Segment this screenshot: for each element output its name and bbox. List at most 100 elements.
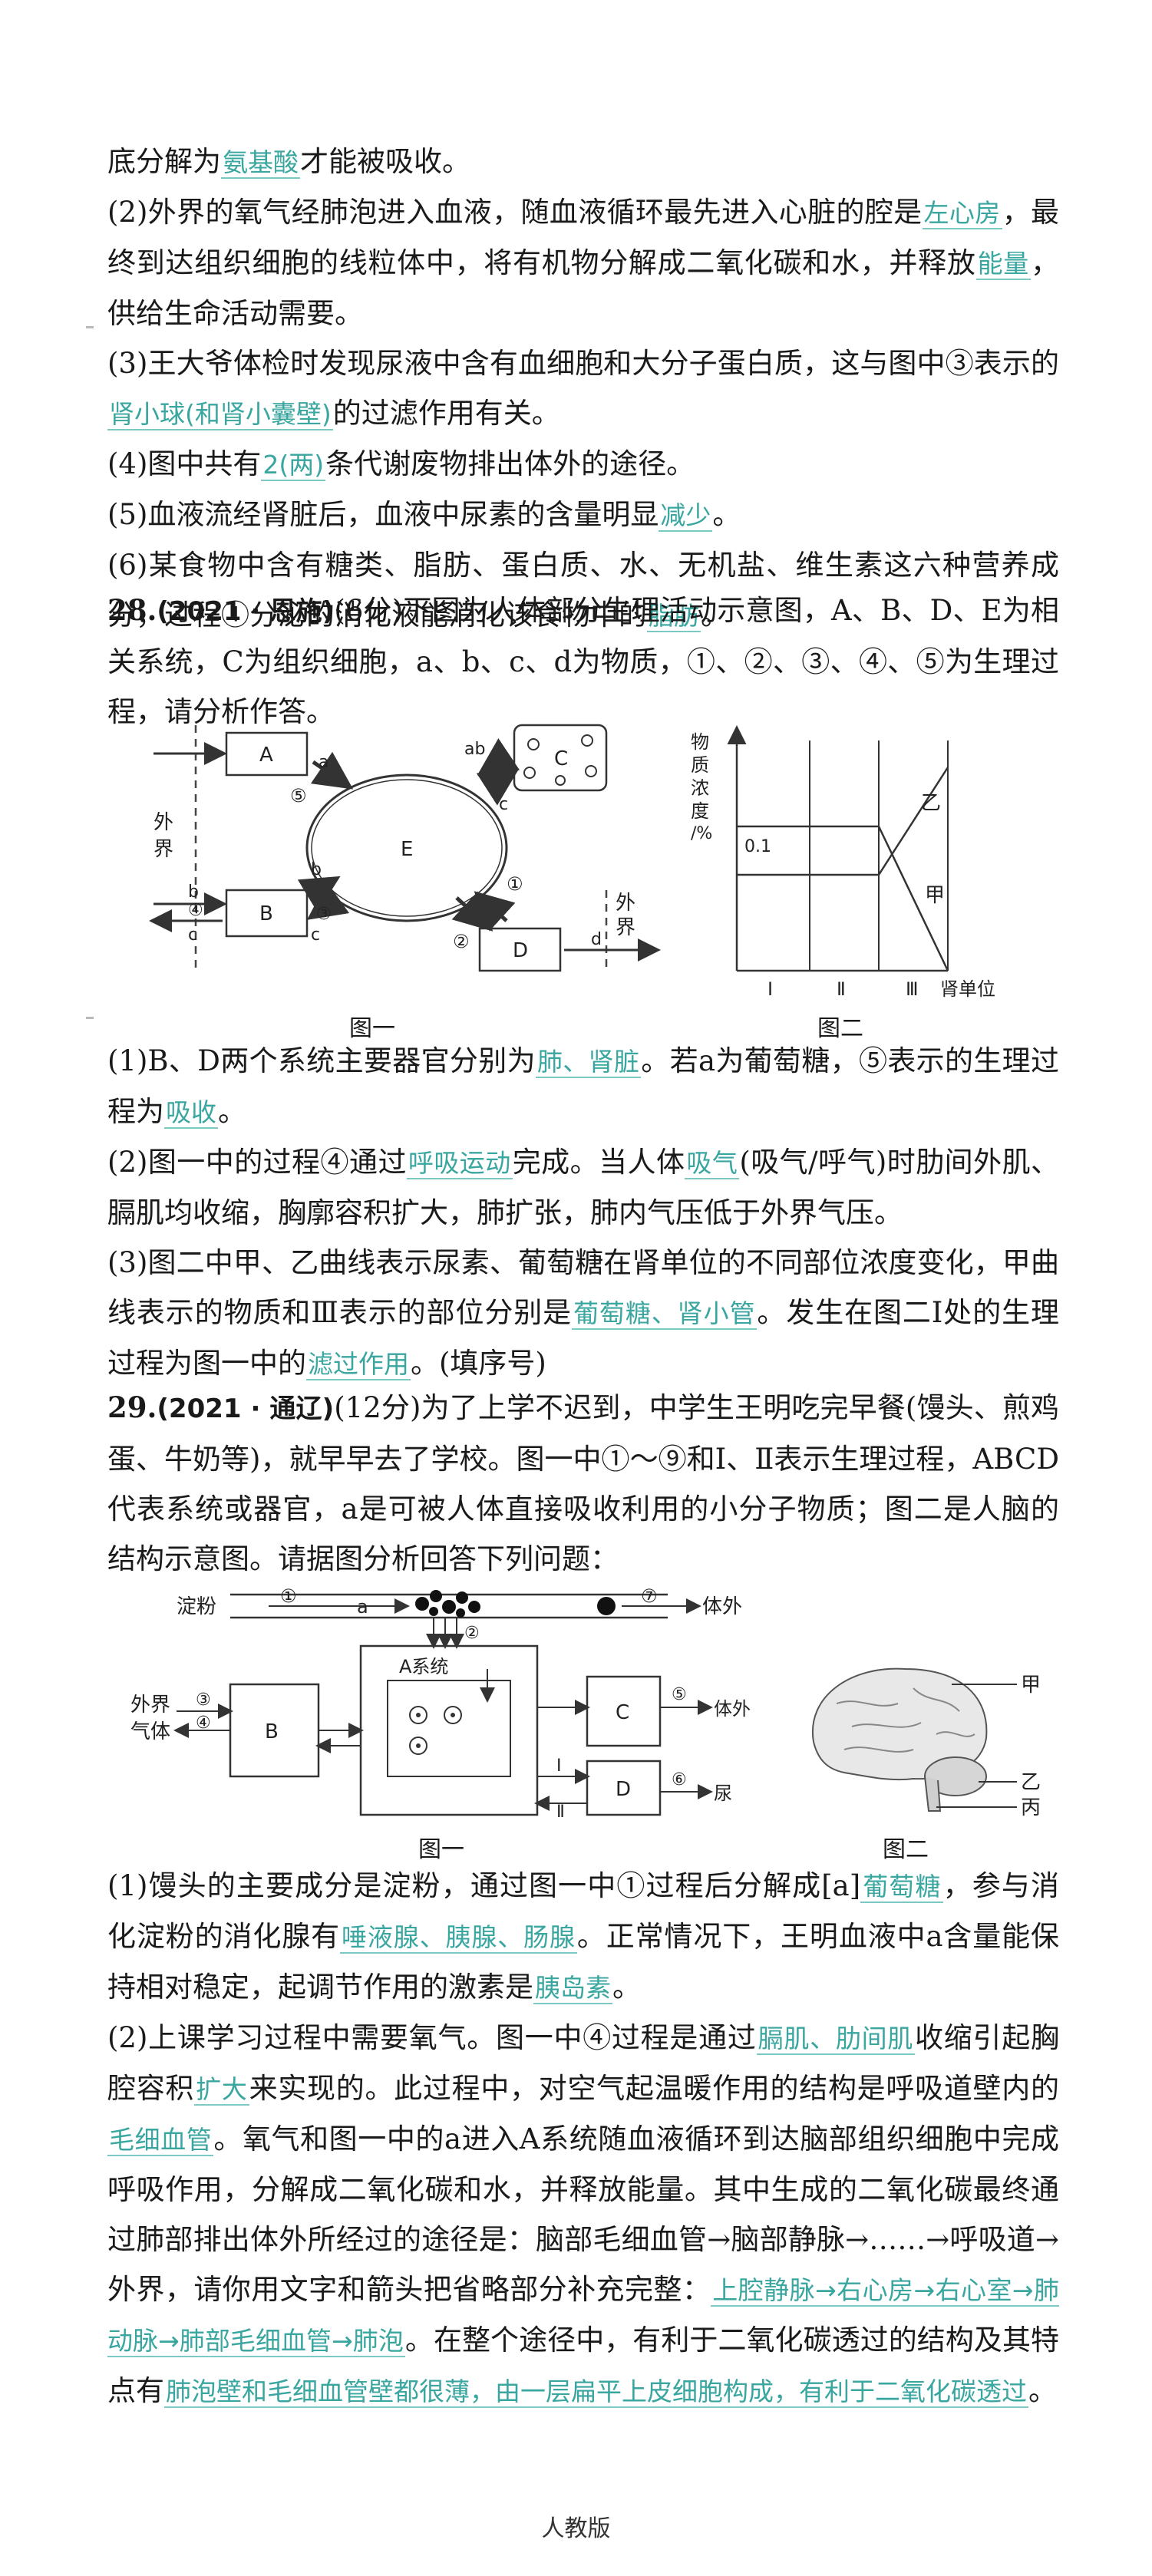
answer-fill: 上腔静脉→右心房→右心室→肺动脉→肺部毛细血管→肺泡 <box>107 2275 1060 2357</box>
label-outside: 体外 <box>714 1698 751 1720</box>
svg-text:③: ③ <box>316 905 332 924</box>
svg-text:⑤: ⑤ <box>672 1685 687 1704</box>
svg-text:c: c <box>188 925 197 945</box>
label-b: B <box>259 902 273 925</box>
svg-text:②: ② <box>453 931 470 952</box>
q29-figure-2: 甲 乙 丙 <box>811 1667 1041 1819</box>
svg-text:b: b <box>188 882 199 902</box>
answer-fill: 减少 <box>659 500 713 532</box>
svg-text:④: ④ <box>188 901 203 920</box>
series-label: 乙 <box>921 792 941 815</box>
svg-text:物: 物 <box>691 731 709 753</box>
answer-fill: 毛细血管 <box>107 2125 214 2156</box>
answer-fill: 扩大 <box>194 2074 249 2106</box>
label-outside: 界 <box>616 916 635 939</box>
box-a <box>225 731 309 777</box>
answer-fill: 唾液腺、胰腺、肠腺 <box>340 1922 577 1954</box>
figure-caption: 图一 <box>418 1836 464 1863</box>
q27-sub-4: (4)图中共有2(两)条代谢废物排出体外的途径。 <box>107 447 695 481</box>
q28-sub-2: (2)图一中的过程④通过呼吸运动完成。当人体吸气(吸气/呼气)时肋间外肌、膈肌均… <box>107 1146 1060 1229</box>
svg-text:Ⅲ: Ⅲ <box>906 978 919 1000</box>
answer-fill: 左心房 <box>922 198 1002 229</box>
q28-sub-1: (1)B、D两个系统主要器官分别为肺、肾脏。若a为葡萄糖，⑤表示的生理过程为吸收… <box>107 1044 1060 1129</box>
figure-caption: 图二 <box>883 1836 929 1863</box>
label-outside: 体外 <box>702 1595 742 1618</box>
margin-mark <box>86 326 94 328</box>
svg-text:C: C <box>616 1701 629 1724</box>
answer-fill: 呼吸运动 <box>406 1148 513 1179</box>
box-d <box>478 927 562 972</box>
svg-text:Ⅱ: Ⅱ <box>556 1803 565 1819</box>
question-number: 28. <box>107 593 157 627</box>
q28-sub-3: (3)图二中甲、乙曲线表示尿素、葡萄糖在肾单位的不同部位浓度变化，甲曲线表示的物… <box>107 1246 1060 1380</box>
svg-text:b: b <box>311 860 322 879</box>
svg-text:②: ② <box>464 1624 480 1643</box>
answer-fill: 吸收 <box>164 1097 218 1129</box>
question-28-stem: 28.(2021 · 恩施)(6分)下图为人体部分生理活动示意图，A、B、D、E… <box>107 585 1059 737</box>
figure-caption: 图二 <box>817 1015 863 1042</box>
tick-label: 0.1 <box>744 837 771 856</box>
label-d: D <box>513 939 528 962</box>
feces-dot <box>597 1597 616 1615</box>
brainstem-shape <box>924 1776 942 1812</box>
q27-sub-5: (5)血液流经肾脏后，血液中尿素的含量明显减少。 <box>107 498 741 532</box>
answer-fill: 膈肌、肋间肌 <box>756 2024 916 2055</box>
svg-text:/%: /% <box>691 824 712 843</box>
answer-fill: 葡萄糖 <box>860 1872 943 1903</box>
label-a-system: A系统 <box>399 1656 448 1677</box>
question-source: (2021 · 恩施) <box>157 596 335 627</box>
label-bing: 丙 <box>1021 1796 1041 1819</box>
svg-text:③: ③ <box>196 1690 211 1710</box>
svg-text:a: a <box>319 753 328 772</box>
answer-fill: 吸气 <box>685 1148 740 1179</box>
question-28-answers: (1)B、D两个系统主要器官分别为肺、肾脏。若a为葡萄糖，⑤表示的生理过程为吸收… <box>107 1036 1059 1389</box>
series-yi <box>877 767 949 876</box>
q28-figure-2: 物 质 浓 度 /% 0.1 乙 甲 Ⅰ Ⅱ Ⅲ 肾单位 <box>691 725 995 1000</box>
food-particles <box>415 1590 480 1618</box>
label-outside: 界 <box>153 838 173 861</box>
label-jia: 甲 <box>1021 1674 1041 1697</box>
series-jia <box>877 826 949 971</box>
answer-fill: 能量 <box>975 249 1031 280</box>
answer-fill: 肺、肾脏 <box>535 1047 642 1078</box>
svg-text:⑥: ⑥ <box>672 1770 687 1789</box>
svg-text:ab: ab <box>464 740 485 759</box>
q27-line-1: 底分解为氨基酸才能被吸收。 <box>107 145 470 179</box>
figure-caption: 图一 <box>349 1015 395 1042</box>
svg-text:⑤: ⑤ <box>290 785 307 806</box>
x-axis-label: 肾单位 <box>940 978 995 1000</box>
question-source: (2021 · 通辽) <box>157 1394 335 1424</box>
q29-sub-2: (2)上课学习过程中需要氧气。图一中④过程是通过膈肌、肋间肌收缩引起胸腔容积扩大… <box>107 2021 1060 2408</box>
q29-sub-1: (1)馒头的主要成分是淀粉，通过图一中①过程后分解成[a]葡萄糖，参与消化淀粉的… <box>107 1869 1060 2004</box>
svg-text:B: B <box>265 1720 279 1743</box>
label-urine: 尿 <box>714 1783 732 1804</box>
svg-text:Ⅰ: Ⅰ <box>767 978 773 1000</box>
label-a: A <box>259 744 273 767</box>
svg-text:质: 质 <box>691 754 709 776</box>
svg-text:d: d <box>591 930 602 949</box>
svg-text:①: ① <box>507 873 523 895</box>
box-b <box>225 889 309 938</box>
label-e: E <box>401 838 413 861</box>
answer-fill: 脂肪 <box>647 601 701 632</box>
label-outside: 外 <box>153 811 173 834</box>
cerebrum-shape <box>811 1667 988 1781</box>
answer-fill: 滤过作用 <box>306 1349 411 1380</box>
q28-figure-1: E A B C D a ⑤ ab c b ④ c b ③ c <box>149 724 661 972</box>
label-starch: 淀粉 <box>177 1595 216 1618</box>
q27-sub-3: (3)王大爷体检时发现尿液中含有血细胞和大分子蛋白质，这与图中③表示的肾小球(和… <box>107 347 1059 430</box>
q27-sub-2: (2)外界的氧气经肺泡进入血液，随血液循环最先进入心脏的腔是左心房，最终到达组织… <box>107 196 1060 330</box>
question-text: (12分)为了上学不迟到，中学生王明吃完早餐(馒头、煎鸡蛋、牛奶等)，就早早去了… <box>107 1391 1059 1575</box>
answer-fill: 胰岛素 <box>533 1973 612 2004</box>
question-29-answers: (1)馒头的主要成分是淀粉，通过图一中①过程后分解成[a]葡萄糖，参与消化淀粉的… <box>107 1861 1060 2416</box>
svg-text:a: a <box>357 1596 368 1618</box>
q27-sub-6: (6)某食物中含有糖类、脂肪、蛋白质、水、无机盐、维生素这六种营养成分，过程①分… <box>107 549 1059 632</box>
svg-text:Ⅱ: Ⅱ <box>837 978 846 1000</box>
svg-text:D: D <box>616 1778 631 1801</box>
label-outside: 外界 <box>130 1694 170 1717</box>
question-29-stem: 29.(2021 · 通辽)(12分)为了上学不迟到，中学生王明吃完早餐(馒头、… <box>107 1383 1059 1584</box>
question-number: 29. <box>107 1390 157 1424</box>
svg-text:①: ① <box>280 1585 297 1607</box>
answer-fill: 葡萄糖、肾小管 <box>572 1298 758 1330</box>
